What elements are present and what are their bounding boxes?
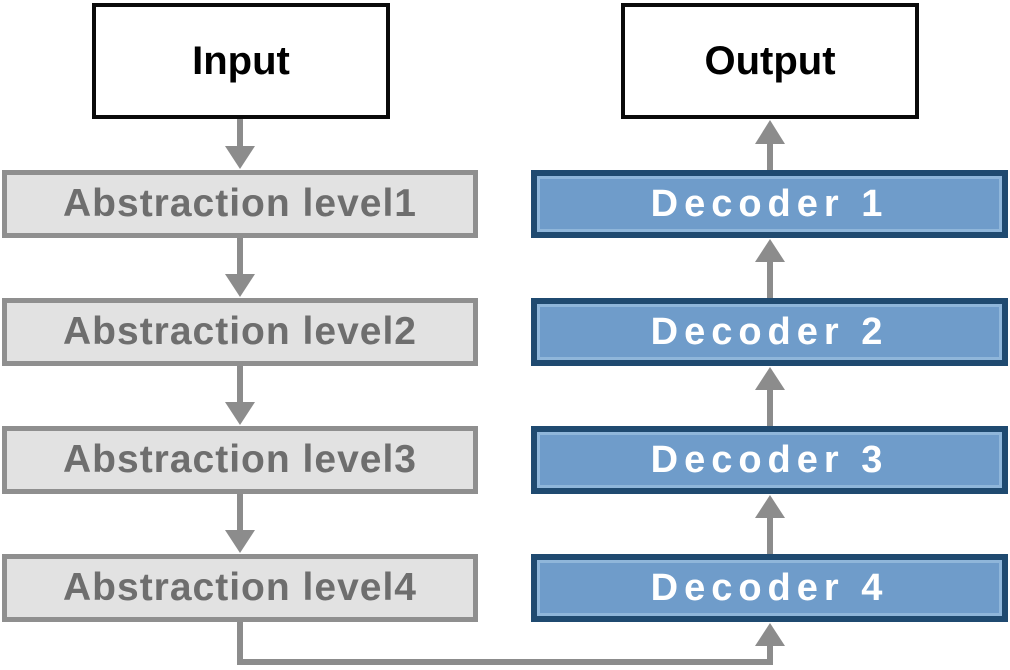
arrow-input-to-level1 bbox=[225, 119, 255, 169]
arrow-decoder4-to-decoder3 bbox=[755, 495, 785, 554]
arrow-level2-to-level3 bbox=[225, 366, 255, 425]
input-label: Input bbox=[192, 38, 290, 83]
abstraction-level3-label: Abstraction level3 bbox=[63, 438, 417, 481]
abstraction-level3-box: Abstraction level3 bbox=[2, 426, 478, 494]
arrow-decoder1-to-output bbox=[755, 120, 785, 170]
decoder4-label: Decoder 4 bbox=[650, 566, 889, 609]
abstraction-level2-box: Abstraction level2 bbox=[2, 298, 478, 366]
arrow-level4-to-decoder4 bbox=[237, 621, 785, 665]
decoder3-box: Decoder 3 bbox=[531, 426, 1008, 494]
output-box: Output bbox=[621, 3, 919, 119]
decoder2-label: Decoder 2 bbox=[650, 310, 889, 353]
arrow-level1-to-level2 bbox=[225, 238, 255, 297]
abstraction-level2-label: Abstraction level2 bbox=[63, 310, 417, 353]
arrow-decoder3-to-decoder2 bbox=[755, 367, 785, 426]
abstraction-level1-box: Abstraction level1 bbox=[2, 170, 478, 238]
decoder2-box: Decoder 2 bbox=[531, 298, 1008, 366]
abstraction-level4-box: Abstraction level4 bbox=[2, 554, 478, 622]
decoder1-label: Decoder 1 bbox=[650, 182, 889, 225]
arrow-level3-to-level4 bbox=[225, 494, 255, 553]
decoder3-label: Decoder 3 bbox=[650, 438, 889, 481]
input-box: Input bbox=[92, 3, 390, 119]
output-label: Output bbox=[704, 38, 836, 83]
decoder4-box: Decoder 4 bbox=[531, 554, 1008, 622]
abstraction-level1-label: Abstraction level1 bbox=[63, 182, 417, 225]
arrow-decoder2-to-decoder1 bbox=[755, 239, 785, 298]
abstraction-level4-label: Abstraction level4 bbox=[63, 566, 417, 609]
decoder1-box: Decoder 1 bbox=[531, 170, 1008, 238]
